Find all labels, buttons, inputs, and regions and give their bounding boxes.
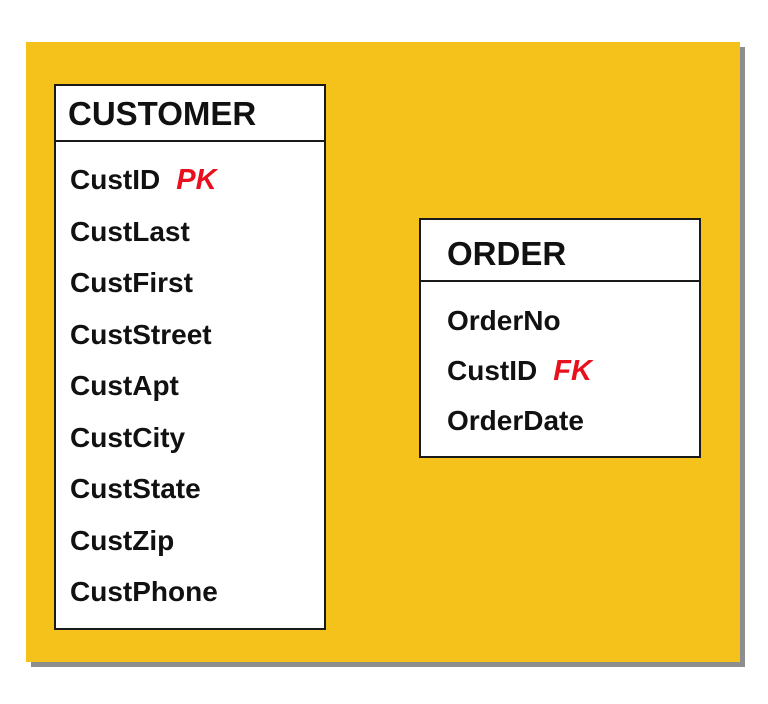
- attribute-custphone: CustPhone: [70, 566, 324, 618]
- entity-customer: CUSTOMER CustID PK CustLast CustFirst Cus…: [54, 84, 326, 630]
- attribute-name: CustID: [70, 164, 161, 195]
- attribute-custstreet: CustStreet: [70, 309, 324, 361]
- entity-order-title: ORDER: [421, 220, 699, 282]
- entity-order: ORDER OrderNo CustID FK OrderDate: [419, 218, 701, 458]
- attribute-orderdate: OrderDate: [447, 396, 699, 446]
- primary-key-tag: PK: [176, 164, 217, 196]
- attribute-name: OrderDate: [447, 405, 584, 436]
- attribute-custid: CustID PK: [70, 154, 324, 206]
- entity-order-attributes: OrderNo CustID FK OrderDate: [421, 282, 699, 446]
- attribute-custapt: CustApt: [70, 360, 324, 412]
- attribute-name: CustState: [70, 473, 201, 504]
- attribute-name: CustApt: [70, 370, 179, 401]
- attribute-name: CustStreet: [70, 318, 212, 350]
- attribute-name: CustLast: [70, 215, 190, 247]
- attribute-name: OrderNo: [447, 305, 561, 336]
- attribute-custfirst: CustFirst: [70, 257, 324, 309]
- attribute-orderno: OrderNo: [447, 296, 699, 346]
- attribute-name: CustPhone: [70, 576, 218, 607]
- attribute-custzip: CustZip: [70, 515, 324, 567]
- entity-customer-title: CUSTOMER: [56, 86, 324, 142]
- foreign-key-tag: FK: [553, 355, 592, 387]
- entity-customer-attributes: CustID PK CustLast CustFirst CustStreet C…: [56, 142, 324, 618]
- attribute-name: CustZip: [70, 524, 175, 556]
- attribute-custlast: CustLast: [70, 206, 324, 258]
- attribute-custid-fk: CustID FK: [447, 346, 699, 396]
- attribute-custcity: CustCity: [70, 412, 324, 464]
- attribute-name: CustCity: [70, 421, 186, 453]
- attribute-custstate: CustState: [70, 463, 324, 515]
- attribute-name: CustID: [447, 355, 538, 386]
- attribute-name: CustFirst: [70, 267, 193, 298]
